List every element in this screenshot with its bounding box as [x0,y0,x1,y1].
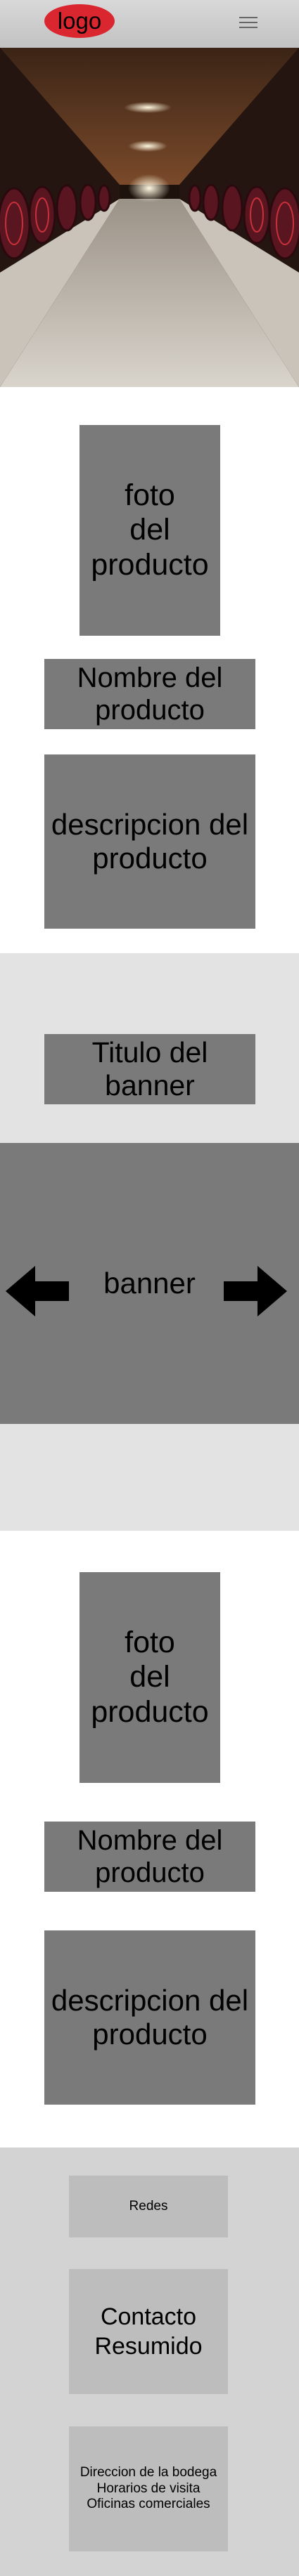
product-description-label: descripcion del producto [51,807,249,875]
product-name-label: Nombre del producto [77,1825,223,1888]
footer-redes[interactable]: Redes [69,2176,228,2237]
product-description: descripcion del producto [44,1930,255,2105]
arrow-left-icon[interactable] [6,1266,69,1316]
product-photo-label: foto del producto [91,478,209,582]
footer-direccion: Direccion de la bodega Horarios de visit… [69,2426,228,2551]
arrow-right-icon[interactable] [224,1266,287,1316]
product-name: Nombre del producto [44,1822,255,1892]
footer-contacto[interactable]: Contacto Resumido [69,2269,228,2394]
logo[interactable]: logo [44,4,115,38]
product-name: Nombre del producto [44,659,255,729]
footer-oficinas-line: Oficinas comerciales [87,2497,210,2512]
banner-label: banner [103,1266,196,1300]
wine-cellar-image [0,48,299,387]
product-description-label: descripcion del producto [51,1983,249,2051]
banner-section: Titulo del banner banner [0,953,299,1531]
product-name-label: Nombre del producto [77,662,223,726]
footer-direccion-line: Direccion de la bodega [79,2464,217,2480]
footer-redes-label: Redes [129,2199,168,2214]
footer-contacto-label: Contacto Resumido [94,2303,203,2360]
footer-horarios-line: Horarios de visita [96,2480,201,2496]
banner-title: Titulo del banner [44,1034,255,1104]
product-photo: foto del producto [79,1572,220,1783]
product-photo: foto del producto [79,425,220,636]
banner[interactable]: banner [0,1143,299,1424]
hero-image [0,48,299,387]
footer: Redes Contacto Resumido Direccion de la … [0,2147,299,2576]
banner-title-label: Titulo del banner [91,1035,208,1101]
product-description: descripcion del producto [44,754,255,929]
header: logo [0,0,299,48]
product-photo-label: foto del producto [91,1625,209,1729]
hamburger-menu-icon[interactable] [239,13,257,32]
